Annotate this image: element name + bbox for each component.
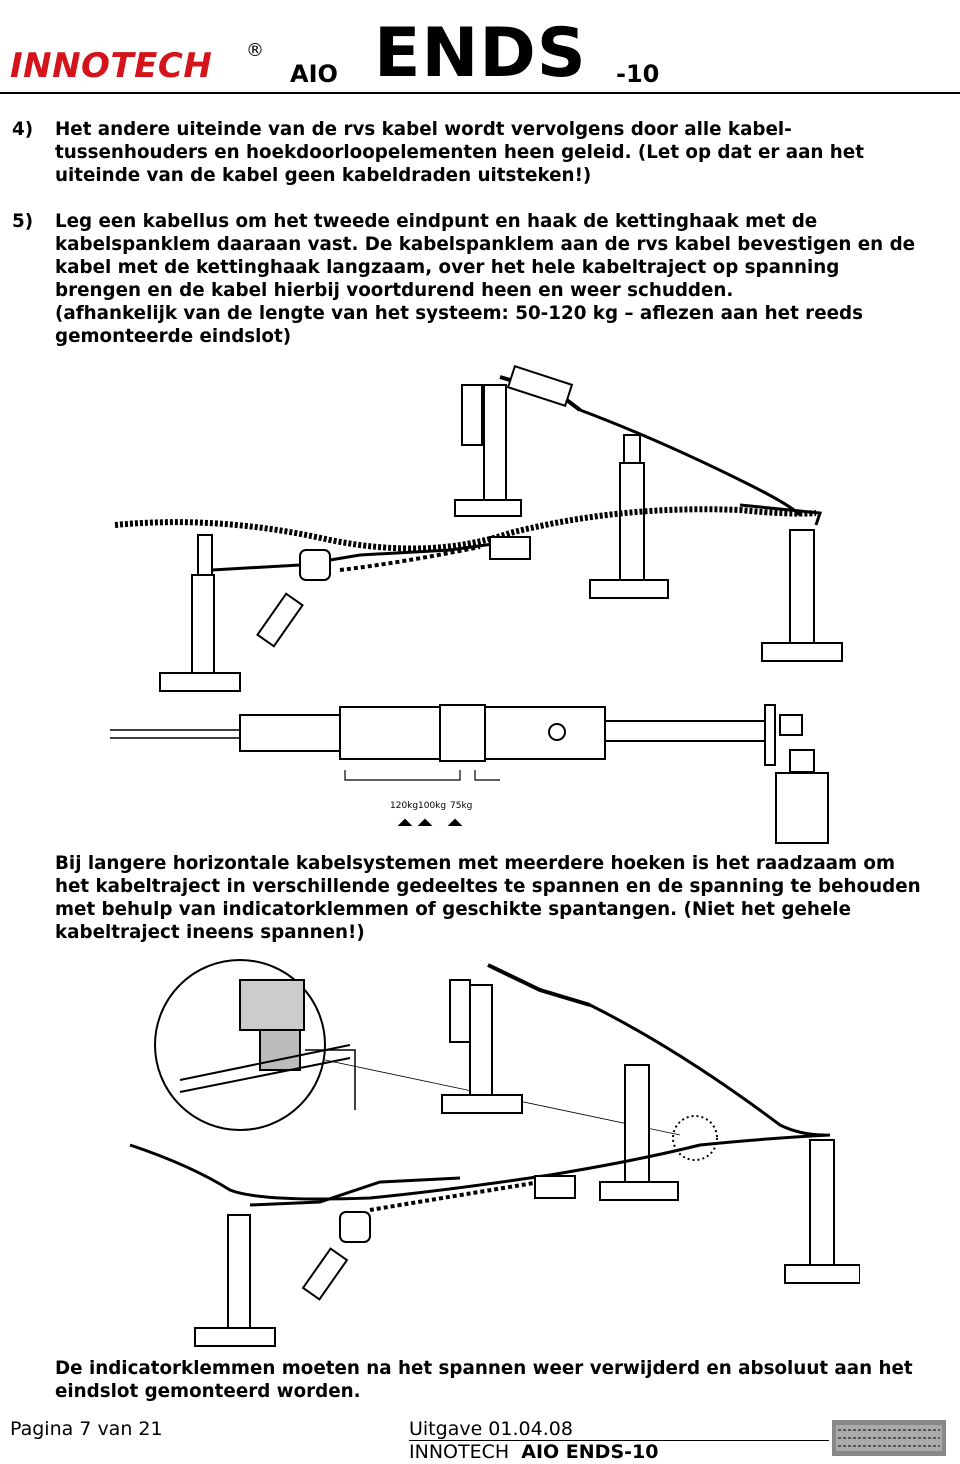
step-4-line: uiteinde van de kabel geen kabeldraden u… (55, 165, 592, 186)
step-5-line: brengen en de kabel hierbij voortdurend … (55, 280, 734, 301)
step-5-number: 5) (12, 211, 34, 232)
step-5-line: kabel met de kettinghaak langzaam, over … (55, 257, 840, 278)
footer-rule (409, 1440, 829, 1441)
paragraph-line: het kabeltraject in verschillende gedeel… (55, 876, 921, 897)
footer-product-name: AIO ENDS-10 (521, 1441, 659, 1463)
page-number: Pagina 7 van 21 (10, 1418, 163, 1440)
indicator-label-75: 75kg (450, 801, 472, 811)
figure-indicator-clamp (129, 959, 860, 1347)
step-5-text: Leg een kabellus om het tweede eindpunt … (55, 210, 915, 348)
paragraph-line: Bij langere horizontale kabelsystemen me… (55, 853, 896, 874)
step-4-line: tussenhouders en hoekdoorloopelementen h… (55, 142, 864, 163)
step-5-line: (afhankelijk van de lengte van het syste… (55, 303, 863, 324)
paragraph-line: De indicatorklemmen moeten na het spanne… (55, 1358, 913, 1379)
brand-ech: ECH (134, 46, 213, 86)
header-rule (0, 92, 960, 94)
step-5-line: kabelspanklem daaraan vast. De kabelspan… (55, 234, 916, 255)
header-ends: ENDS (374, 14, 587, 93)
figure-tensioning-assembly: 120kg 100kg 75kg (110, 365, 843, 844)
step-4-number: 4) (12, 119, 34, 140)
brand-t: T (110, 46, 135, 86)
paragraph-remove-clamps: De indicatorklemmen moeten na het spanne… (55, 1357, 913, 1403)
paragraph-line: eindslot gemonteerd worden. (55, 1381, 361, 1402)
step-5-line: Leg een kabellus om het tweede eindpunt … (55, 211, 818, 232)
page-header: INNOTECH ® AIO ENDS -10 (10, 10, 950, 93)
footer-product: INNOTECH AIO ENDS-10 (409, 1441, 658, 1464)
step-5-line: gemonteerde eindslot) (55, 326, 292, 347)
registered-mark: ® (246, 40, 264, 61)
indicator-label-120: 120kg (390, 801, 418, 811)
paragraph-multiple-corners: Bij langere horizontale kabelsystemen me… (55, 852, 921, 944)
paragraph-line: kabeltraject ineens spannen!) (55, 922, 365, 943)
footer-edition-block: Uitgave 01.04.08 INNOTECH AIO ENDS-10 (409, 1418, 658, 1464)
indicator-label-100: 100kg (418, 801, 446, 811)
step-4-line: Het andere uiteinde van de rvs kabel wor… (55, 119, 792, 140)
stamp-image (832, 1420, 946, 1456)
brand-inno: INNO (10, 46, 111, 86)
step-4-text: Het andere uiteinde van de rvs kabel wor… (55, 118, 864, 187)
paragraph-line: met behulp van indicatorklemmen of gesch… (55, 899, 851, 920)
brand-logo: INNOTECH (10, 46, 212, 86)
header-aio: AIO (290, 60, 338, 88)
edition-date: Uitgave 01.04.08 (409, 1418, 573, 1440)
header-number: -10 (616, 60, 660, 88)
footer-brand: INNOTECH (409, 1441, 510, 1463)
